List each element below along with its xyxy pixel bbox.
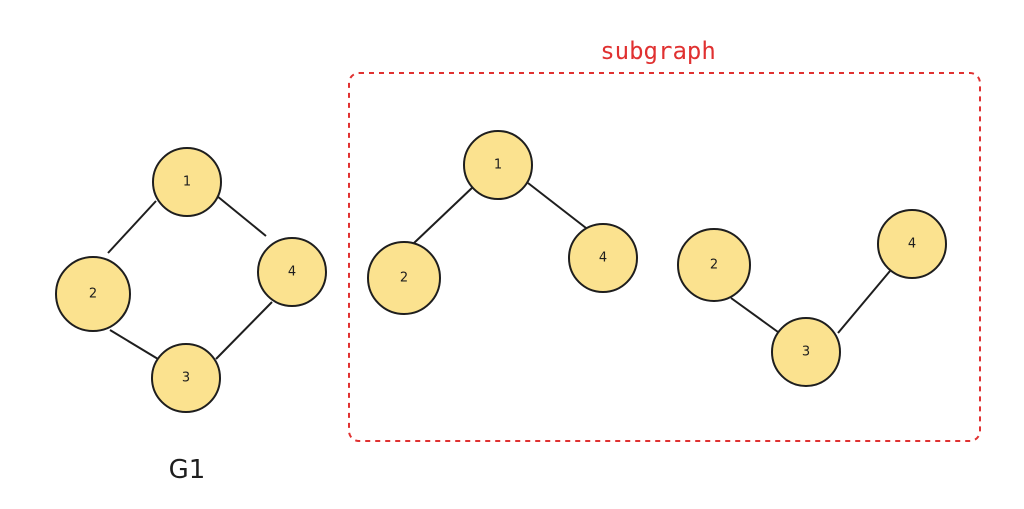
- g1-edge-1-2: [107, 200, 157, 254]
- sub-b-node-2: 2: [677, 228, 751, 302]
- g1-node-4-label: 4: [288, 265, 296, 280]
- sub-b-node-3: 3: [771, 317, 841, 387]
- sub-b-node-2-label: 2: [710, 258, 718, 273]
- sub-b-node-4: 4: [877, 209, 947, 279]
- graph-label-g1: G1: [169, 455, 206, 485]
- g1-edge-2-3: [109, 329, 159, 360]
- g1-node-4: 4: [257, 237, 327, 307]
- sub-a-node-4: 4: [568, 223, 638, 293]
- sub-b-node-4-label: 4: [908, 237, 916, 252]
- sub-b-node-4-circle: [877, 209, 947, 279]
- g1-edge-3-4: [215, 301, 273, 360]
- sub-b-edge-3-4: [837, 270, 891, 334]
- sub-a-node-1-circle: [463, 130, 533, 200]
- g1-node-3: 3: [151, 343, 221, 413]
- g1-node-2-label: 2: [89, 287, 97, 302]
- g1-node-2-circle: [55, 256, 131, 332]
- sub-b-edge-2-3: [730, 297, 779, 333]
- sub-a-edge-1-4: [527, 182, 587, 229]
- g1-node-1-circle: [152, 147, 222, 217]
- subgraph-frame: [348, 72, 981, 442]
- sub-a-node-4-label: 4: [599, 251, 607, 266]
- sub-a-edge-1-2: [413, 185, 475, 244]
- g1-node-2: 2: [55, 256, 131, 332]
- sub-b-node-3-circle: [771, 317, 841, 387]
- g1-node-1: 1: [152, 147, 222, 217]
- g1-node-3-circle: [151, 343, 221, 413]
- sub-b-node-2-circle: [677, 228, 751, 302]
- g1-node-3-label: 3: [182, 371, 190, 386]
- sub-a-node-2-label: 2: [400, 271, 408, 286]
- subgraph-title: subgraph: [600, 37, 716, 65]
- g1-node-4-circle: [257, 237, 327, 307]
- sub-a-node-1-label: 1: [494, 158, 502, 173]
- sub-a-node-4-circle: [568, 223, 638, 293]
- sub-a-node-1: 1: [463, 130, 533, 200]
- sub-a-node-2-circle: [367, 241, 441, 315]
- g1-node-1-label: 1: [183, 175, 191, 190]
- sub-b-node-3-label: 3: [802, 345, 810, 360]
- g1-edge-1-4: [216, 195, 267, 237]
- sub-a-node-2: 2: [367, 241, 441, 315]
